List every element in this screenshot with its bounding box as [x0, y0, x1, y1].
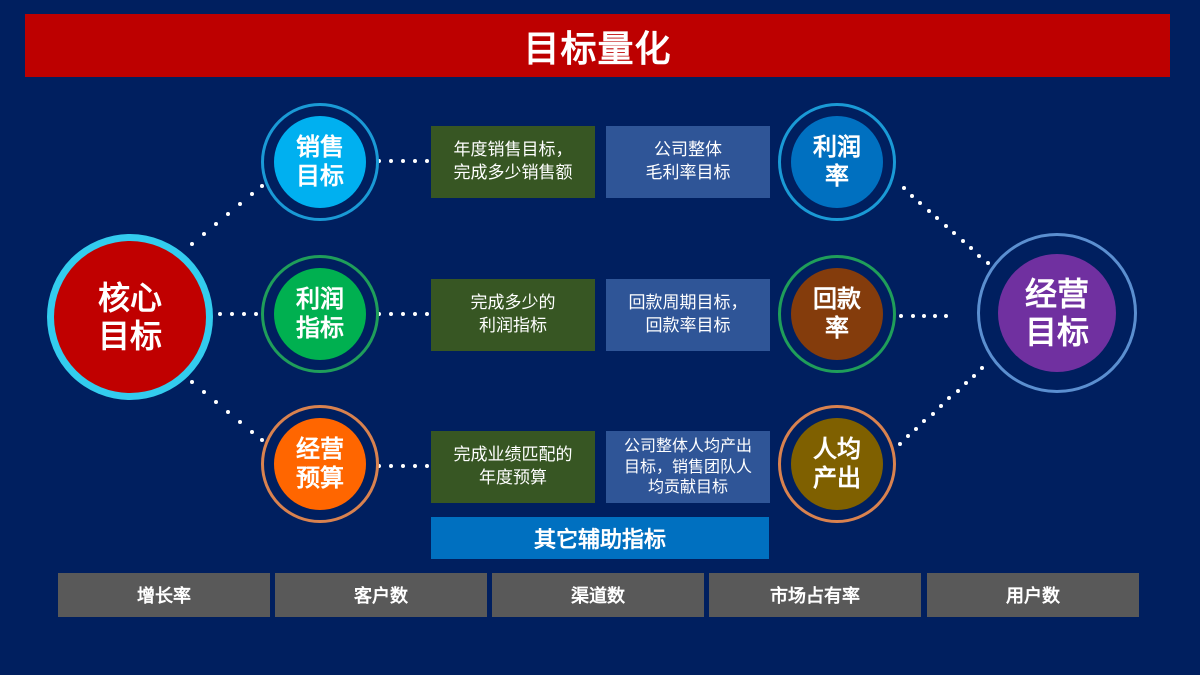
- operating-budget-label: 经营 预算: [296, 435, 344, 492]
- operating-goal-label: 经营 目标: [1024, 274, 1089, 351]
- margin-description-text: 公司整体 毛利率目标: [645, 140, 731, 183]
- collection-description-box: 回款周期目标， 回款率目标: [606, 279, 770, 351]
- metric-label: 市场占有率: [770, 586, 860, 607]
- sales-target-label: 销售 目标: [296, 133, 344, 190]
- budget-description-text: 完成业绩匹配的 年度预算: [453, 445, 573, 488]
- collection-description-text: 回款周期目标， 回款率目标: [628, 293, 748, 336]
- operating-goal-node: 经营 目标: [977, 233, 1137, 393]
- profit-indicator-node: 利润 指标: [261, 255, 379, 373]
- collection-rate-label: 回款 率: [813, 285, 861, 342]
- profit-indicator-label: 利润 指标: [296, 285, 344, 342]
- percapita-output-label: 人均 产出: [813, 435, 861, 492]
- sales-target-node: 销售 目标: [261, 103, 379, 221]
- collection-rate-node: 回款 率: [778, 255, 896, 373]
- percapita-description-text: 公司整体人均产出 目标，销售团队人 均贡献目标: [623, 435, 752, 497]
- connector-sales-box: [377, 159, 429, 163]
- auxiliary-indicators-header: 其它辅助指标: [431, 517, 769, 559]
- title-bar: 目标量化: [25, 14, 1170, 77]
- metric-label: 渠道数: [571, 586, 625, 607]
- auxiliary-indicators-title: 其它辅助指标: [533, 528, 666, 553]
- metric-growth-rate: 增长率: [58, 573, 270, 617]
- connector-budget-box: [377, 464, 429, 468]
- budget-description-box: 完成业绩匹配的 年度预算: [431, 431, 595, 503]
- metric-label: 增长率: [137, 586, 191, 607]
- percapita-description-box: 公司整体人均产出 目标，销售团队人 均贡献目标: [606, 431, 770, 503]
- connector-percapita-goal: [898, 366, 984, 446]
- core-goal-label: 核心 目标: [97, 278, 162, 355]
- sales-description-text: 年度销售目标， 完成多少销售额: [453, 140, 573, 183]
- connector-core-profit: [218, 312, 258, 316]
- page-title: 目标量化: [523, 28, 672, 70]
- metric-channel-count: 渠道数: [492, 573, 704, 617]
- profit-margin-node: 利润 率: [778, 103, 896, 221]
- profit-description-text: 完成多少的 利润指标: [470, 293, 556, 336]
- profit-margin-label: 利润 率: [813, 133, 861, 190]
- operating-budget-node: 经营 预算: [261, 405, 379, 523]
- connector-core-budget: [190, 380, 264, 442]
- metric-label: 客户数: [354, 586, 408, 607]
- metric-user-count: 用户数: [927, 573, 1139, 617]
- connector-profit-box: [377, 312, 429, 316]
- connector-core-sales: [190, 184, 264, 246]
- percapita-output-node: 人均 产出: [778, 405, 896, 523]
- core-goal-node: 核心 目标: [47, 234, 213, 400]
- sales-description-box: 年度销售目标， 完成多少销售额: [431, 126, 595, 198]
- connector-margin-goal: [902, 186, 990, 265]
- profit-description-box: 完成多少的 利润指标: [431, 279, 595, 351]
- connector-collection-goal: [899, 314, 948, 318]
- margin-description-box: 公司整体 毛利率目标: [606, 126, 770, 198]
- metric-customer-count: 客户数: [275, 573, 487, 617]
- metric-label: 用户数: [1006, 586, 1060, 607]
- metric-market-share: 市场占有率: [709, 573, 921, 617]
